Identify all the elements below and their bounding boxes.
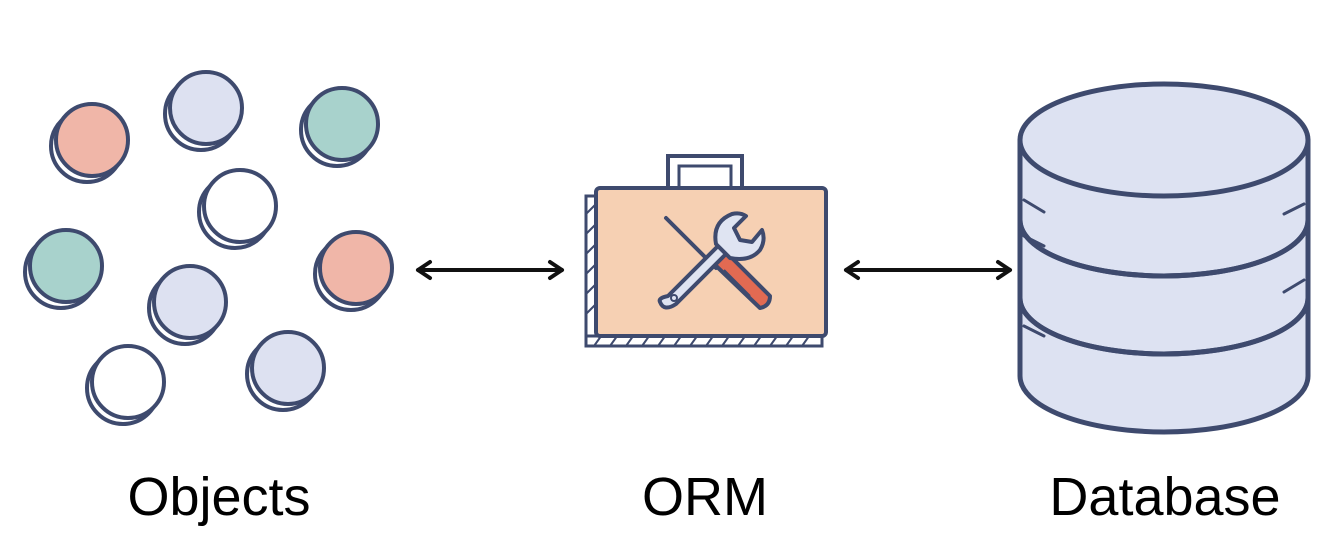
orm-label: ORM xyxy=(642,467,768,527)
object-circle xyxy=(23,228,104,310)
toolbox-icon xyxy=(584,154,828,348)
object-circle xyxy=(85,344,166,426)
object-circle xyxy=(245,330,326,412)
database-label: Database xyxy=(1049,467,1281,527)
database-cylinder-icon xyxy=(1017,81,1311,435)
object-circle xyxy=(313,230,394,312)
object-circle xyxy=(147,264,228,346)
object-circle xyxy=(163,70,244,152)
object-circle xyxy=(197,168,278,250)
object-circle xyxy=(299,86,380,168)
objects-orm-arrow xyxy=(416,260,564,280)
objects-label: Objects xyxy=(127,467,311,527)
objects-cluster xyxy=(23,70,394,426)
wrench-screwdriver-icon xyxy=(657,211,772,310)
object-circle xyxy=(49,102,130,184)
orm-database-arrow xyxy=(844,260,1012,280)
